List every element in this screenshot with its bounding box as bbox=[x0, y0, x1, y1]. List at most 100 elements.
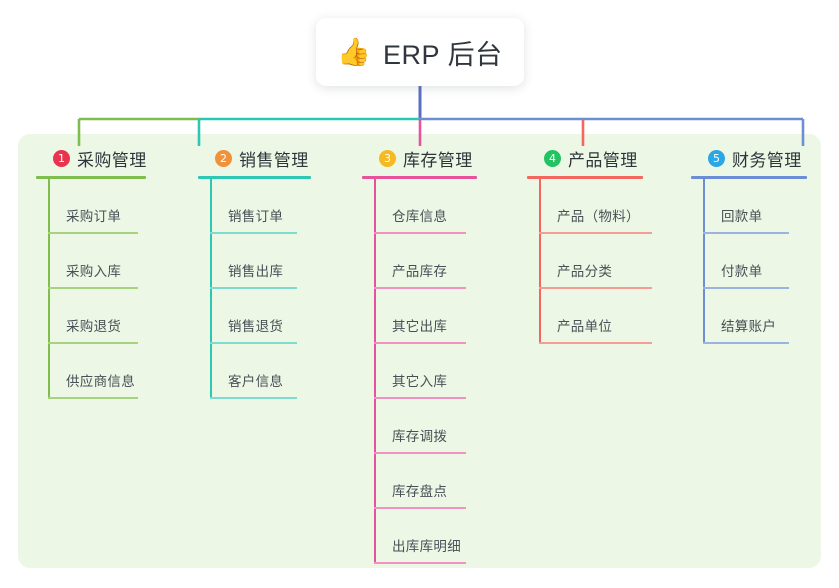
leaf-underline bbox=[374, 452, 466, 454]
branch-header-1[interactable]: 1 采购管理 bbox=[36, 145, 146, 171]
leaf-item[interactable]: 客户信息 bbox=[198, 344, 311, 399]
leaf-underline bbox=[48, 232, 138, 234]
leaf-item[interactable]: 出库库明细 bbox=[362, 509, 477, 564]
leaf-list: 回款单付款单结算账户 bbox=[691, 179, 807, 344]
branch-number-badge: 5 bbox=[708, 149, 725, 167]
leaf-item[interactable]: 其它出库 bbox=[362, 289, 477, 344]
leaf-item[interactable]: 销售退货 bbox=[198, 289, 311, 344]
leaf-underline bbox=[374, 507, 466, 509]
branch-column-5: 5 财务管理回款单付款单结算账户 bbox=[691, 145, 807, 344]
leaf-item[interactable]: 回款单 bbox=[691, 179, 807, 234]
leaf-underline bbox=[374, 397, 466, 399]
leaf-label: 采购退货 bbox=[66, 319, 122, 334]
branch-underline bbox=[527, 176, 643, 179]
leaf-label: 产品（物料） bbox=[557, 209, 640, 224]
leaf-item[interactable]: 产品库存 bbox=[362, 234, 477, 289]
leaf-list: 销售订单销售出库销售退货客户信息 bbox=[198, 179, 311, 399]
leaf-item[interactable]: 产品单位 bbox=[527, 289, 652, 344]
content-panel bbox=[18, 134, 821, 568]
branch-title: 库存管理 bbox=[403, 150, 473, 170]
leaf-item[interactable]: 产品分类 bbox=[527, 234, 652, 289]
leaf-underline bbox=[539, 342, 652, 344]
leaf-underline bbox=[210, 397, 297, 399]
thumbs-up-icon: 👍 bbox=[337, 36, 372, 67]
leaf-label: 销售退货 bbox=[228, 319, 284, 334]
branch-title: 采购管理 bbox=[77, 150, 147, 170]
branch-underline bbox=[362, 176, 477, 179]
leaf-label: 销售出库 bbox=[228, 264, 284, 279]
leaf-underline bbox=[703, 287, 789, 289]
leaf-item[interactable]: 产品（物料） bbox=[527, 179, 652, 234]
leaf-list: 产品（物料） 产品分类产品单位 bbox=[527, 179, 652, 344]
leaf-label: 付款单 bbox=[721, 264, 763, 279]
leaf-list: 仓库信息产品库存其它出库其它入库库存调拨库存盘点出库库明细 bbox=[362, 179, 477, 564]
branch-underline bbox=[36, 176, 146, 179]
leaf-label: 客户信息 bbox=[228, 374, 284, 389]
branch-header-2[interactable]: 2 销售管理 bbox=[198, 145, 311, 171]
branch-header-4[interactable]: 4 产品管理 bbox=[527, 145, 643, 171]
leaf-underline bbox=[539, 287, 652, 289]
leaf-underline bbox=[539, 232, 652, 234]
leaf-label: 供应商信息 bbox=[66, 374, 135, 389]
branch-spine bbox=[539, 179, 541, 344]
leaf-label: 产品分类 bbox=[557, 264, 613, 279]
branch-spine bbox=[48, 179, 50, 399]
branch-title: 财务管理 bbox=[732, 150, 802, 170]
leaf-label: 产品单位 bbox=[557, 319, 613, 334]
leaf-label: 销售订单 bbox=[228, 209, 284, 224]
leaf-underline bbox=[374, 342, 466, 344]
leaf-label: 采购订单 bbox=[66, 209, 122, 224]
leaf-item[interactable]: 采购订单 bbox=[36, 179, 146, 234]
leaf-underline bbox=[210, 342, 297, 344]
branch-number-badge: 2 bbox=[215, 149, 232, 167]
leaf-underline bbox=[703, 342, 789, 344]
branch-column-3: 3 库存管理仓库信息产品库存其它出库其它入库库存调拨库存盘点出库库明细 bbox=[362, 145, 477, 564]
leaf-item[interactable]: 销售订单 bbox=[198, 179, 311, 234]
leaf-label: 库存盘点 bbox=[392, 484, 448, 499]
branch-underline bbox=[691, 176, 807, 179]
leaf-underline bbox=[210, 232, 297, 234]
branch-number-badge: 1 bbox=[53, 149, 70, 167]
leaf-label: 结算账户 bbox=[721, 319, 777, 334]
leaf-item[interactable]: 其它入库 bbox=[362, 344, 477, 399]
leaf-underline bbox=[703, 232, 789, 234]
branch-header-5[interactable]: 5 财务管理 bbox=[691, 145, 807, 171]
leaf-label: 产品库存 bbox=[392, 264, 448, 279]
leaf-label: 出库库明细 bbox=[392, 539, 461, 554]
leaf-label: 回款单 bbox=[721, 209, 763, 224]
leaf-item[interactable]: 采购退货 bbox=[36, 289, 146, 344]
leaf-underline bbox=[374, 287, 466, 289]
leaf-underline bbox=[374, 232, 466, 234]
leaf-label: 采购入库 bbox=[66, 264, 122, 279]
branch-underline bbox=[198, 176, 311, 179]
leaf-item[interactable]: 采购入库 bbox=[36, 234, 146, 289]
leaf-item[interactable]: 结算账户 bbox=[691, 289, 807, 344]
leaf-item[interactable]: 供应商信息 bbox=[36, 344, 146, 399]
branch-number-badge: 4 bbox=[544, 149, 561, 167]
branch-column-2: 2 销售管理销售订单销售出库销售退货客户信息 bbox=[198, 145, 311, 399]
branch-title: 销售管理 bbox=[239, 150, 309, 170]
branch-title: 产品管理 bbox=[568, 150, 638, 170]
branch-number-badge: 3 bbox=[379, 149, 396, 167]
branch-spine bbox=[374, 179, 376, 564]
leaf-underline bbox=[374, 562, 466, 564]
leaf-item[interactable]: 库存盘点 bbox=[362, 454, 477, 509]
leaf-item[interactable]: 库存调拨 bbox=[362, 399, 477, 454]
branch-header-3[interactable]: 3 库存管理 bbox=[362, 145, 477, 171]
branch-spine bbox=[703, 179, 705, 344]
leaf-label: 仓库信息 bbox=[392, 209, 448, 224]
leaf-item[interactable]: 销售出库 bbox=[198, 234, 311, 289]
leaf-item[interactable]: 仓库信息 bbox=[362, 179, 477, 234]
leaf-label: 其它入库 bbox=[392, 374, 448, 389]
leaf-list: 采购订单采购入库采购退货供应商信息 bbox=[36, 179, 146, 399]
branch-column-4: 4 产品管理产品（物料） 产品分类产品单位 bbox=[527, 145, 652, 344]
leaf-item[interactable]: 付款单 bbox=[691, 234, 807, 289]
leaf-underline bbox=[48, 287, 138, 289]
leaf-underline bbox=[48, 342, 138, 344]
leaf-underline bbox=[48, 397, 138, 399]
branch-spine bbox=[210, 179, 212, 399]
root-node[interactable]: 👍 ERP 后台 bbox=[316, 18, 524, 86]
root-title: ERP 后台 bbox=[383, 39, 503, 70]
leaf-label: 其它出库 bbox=[392, 319, 448, 334]
